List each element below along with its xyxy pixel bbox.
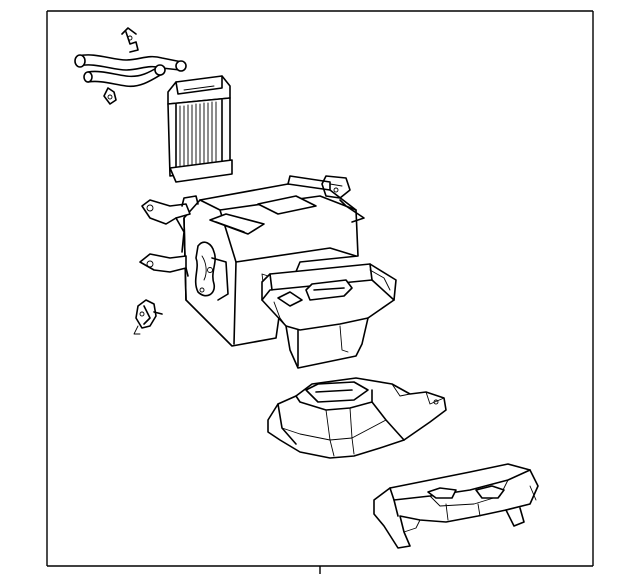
mounting-bracket[interactable] xyxy=(139,195,199,277)
heater-core[interactable] xyxy=(167,75,233,183)
diagram-frame xyxy=(46,10,594,574)
control-clip[interactable] xyxy=(133,299,163,335)
floor-duct[interactable] xyxy=(373,463,539,549)
heater-unit-case[interactable] xyxy=(183,175,365,347)
heater-hoses[interactable] xyxy=(74,27,187,105)
lower-duct-cover[interactable] xyxy=(267,377,447,459)
blend-door-housing[interactable] xyxy=(261,263,397,369)
